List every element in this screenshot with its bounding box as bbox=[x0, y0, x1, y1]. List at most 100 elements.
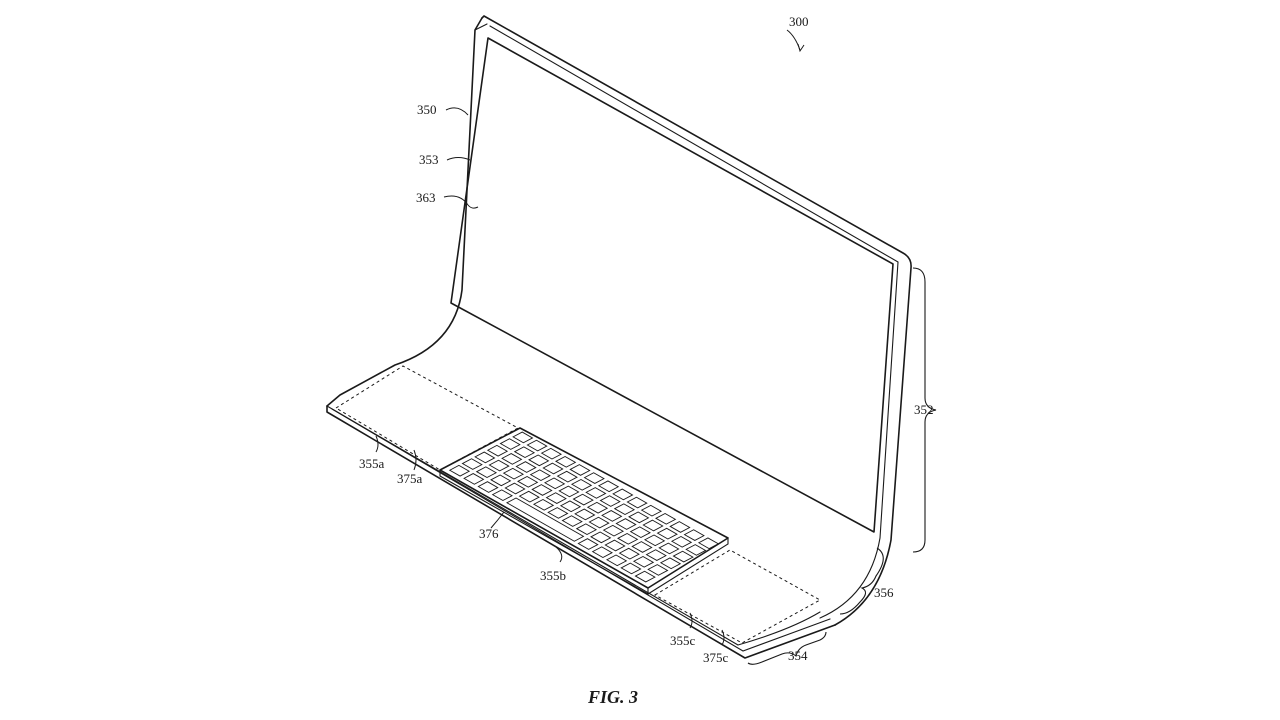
keyboard-key bbox=[620, 562, 642, 575]
label-300: 300 bbox=[789, 14, 809, 29]
keyboard-key bbox=[486, 444, 509, 457]
keyboard-key bbox=[586, 501, 609, 514]
label-352: 352 bbox=[914, 402, 934, 417]
keyboard-key bbox=[658, 542, 680, 555]
keyboard-key bbox=[685, 544, 707, 556]
keyboard-key bbox=[659, 557, 682, 570]
keyboard-key bbox=[561, 515, 583, 527]
label-375a: 375a bbox=[397, 471, 423, 486]
label-354: 354 bbox=[788, 648, 808, 663]
keyboard bbox=[439, 427, 729, 595]
keyboard-key bbox=[555, 455, 577, 468]
keyboard-key bbox=[656, 527, 678, 540]
label-376: 376 bbox=[479, 526, 499, 541]
keyboard-key bbox=[631, 541, 653, 553]
leader-lines bbox=[375, 29, 805, 646]
keyboard-key bbox=[570, 478, 593, 491]
keyboard-key bbox=[669, 521, 691, 533]
keyboard-key bbox=[531, 484, 553, 496]
keyboard-key bbox=[556, 470, 578, 483]
keyboard-key bbox=[545, 492, 567, 504]
display-screen bbox=[450, 37, 894, 533]
brace-base-portion bbox=[747, 631, 827, 665]
keyboard-key bbox=[634, 570, 656, 583]
keyboard-key bbox=[526, 439, 548, 452]
keyboard-key bbox=[647, 564, 669, 576]
label-355c: 355c bbox=[670, 633, 696, 648]
keyboard-key bbox=[559, 500, 582, 513]
keyboard-key bbox=[629, 526, 651, 539]
keyboard-key bbox=[499, 438, 521, 450]
keyboard-keys bbox=[448, 431, 720, 583]
keyboard-key bbox=[543, 477, 566, 490]
keyboard-key bbox=[512, 431, 534, 444]
keyboard-key bbox=[617, 532, 639, 545]
keyboard-key bbox=[632, 555, 655, 568]
keyboard-key bbox=[448, 464, 471, 477]
keyboard-key bbox=[477, 481, 499, 493]
keyboard-key bbox=[599, 495, 621, 507]
keyboard-key bbox=[583, 472, 605, 484]
brace-transition-portion bbox=[839, 547, 884, 615]
keyboard-key bbox=[575, 523, 598, 536]
touch-region-right bbox=[653, 549, 822, 644]
label-363: 363 bbox=[416, 190, 436, 205]
keyboard-key bbox=[642, 519, 664, 532]
keyboard-key bbox=[501, 453, 523, 465]
keyboard-key bbox=[640, 504, 663, 517]
keyboard-key bbox=[461, 458, 483, 470]
keyboard-key bbox=[697, 537, 720, 550]
keyboard-key bbox=[502, 467, 525, 480]
keyboard-key bbox=[532, 498, 555, 511]
keyboard-key bbox=[588, 516, 610, 529]
keyboard-key bbox=[602, 524, 625, 537]
keyboard-key bbox=[518, 490, 540, 503]
label-356: 356 bbox=[874, 585, 894, 600]
keyboard-key bbox=[529, 469, 551, 482]
space-bar-key bbox=[505, 497, 585, 542]
keyboard-key bbox=[601, 510, 623, 522]
keyboard-key bbox=[491, 489, 513, 502]
keyboard-key bbox=[655, 512, 677, 525]
keyboard-key bbox=[628, 511, 650, 524]
keyboard-key bbox=[626, 496, 648, 509]
keyboard-key bbox=[528, 454, 550, 467]
keyboard-key bbox=[569, 464, 591, 476]
keyboard-key bbox=[604, 539, 626, 552]
label-353: 353 bbox=[419, 152, 439, 167]
keyboard-key bbox=[504, 482, 526, 495]
label-355a: 355a bbox=[359, 456, 385, 471]
keyboard-key bbox=[585, 487, 607, 499]
keyboard-key bbox=[513, 446, 536, 459]
keyboard-key bbox=[547, 507, 569, 519]
keyboard-key bbox=[474, 451, 496, 464]
keyboard-key bbox=[572, 493, 594, 506]
keyboard-key bbox=[672, 550, 694, 563]
keyboard-key bbox=[577, 538, 599, 550]
keyboard-key bbox=[490, 474, 512, 487]
keyboard-key bbox=[615, 518, 637, 530]
keyboard-key bbox=[515, 461, 537, 473]
keyboard-key bbox=[542, 462, 564, 475]
housing-outline bbox=[326, 15, 912, 659]
keyboard-key bbox=[613, 503, 636, 516]
brace-upright-portion bbox=[912, 267, 937, 553]
keyboard-key bbox=[475, 466, 498, 479]
label-350: 350 bbox=[417, 102, 437, 117]
figure-caption: FIG. 3 bbox=[587, 687, 638, 707]
keyboard-key bbox=[590, 531, 612, 544]
keyboard-key bbox=[612, 488, 634, 501]
label-375c: 375c bbox=[703, 650, 729, 665]
keyboard-key bbox=[540, 447, 563, 460]
keyboard-key bbox=[597, 480, 620, 493]
keyboard-key bbox=[574, 508, 596, 521]
keyboard-key bbox=[517, 475, 539, 488]
keyboard-key bbox=[645, 549, 667, 561]
keyboard-key bbox=[605, 554, 628, 567]
keyboard-key bbox=[558, 485, 580, 498]
keyboard-key bbox=[683, 529, 705, 541]
label-355b: 355b bbox=[540, 568, 566, 583]
keyboard-key bbox=[591, 546, 613, 559]
touch-region-left bbox=[335, 365, 520, 471]
